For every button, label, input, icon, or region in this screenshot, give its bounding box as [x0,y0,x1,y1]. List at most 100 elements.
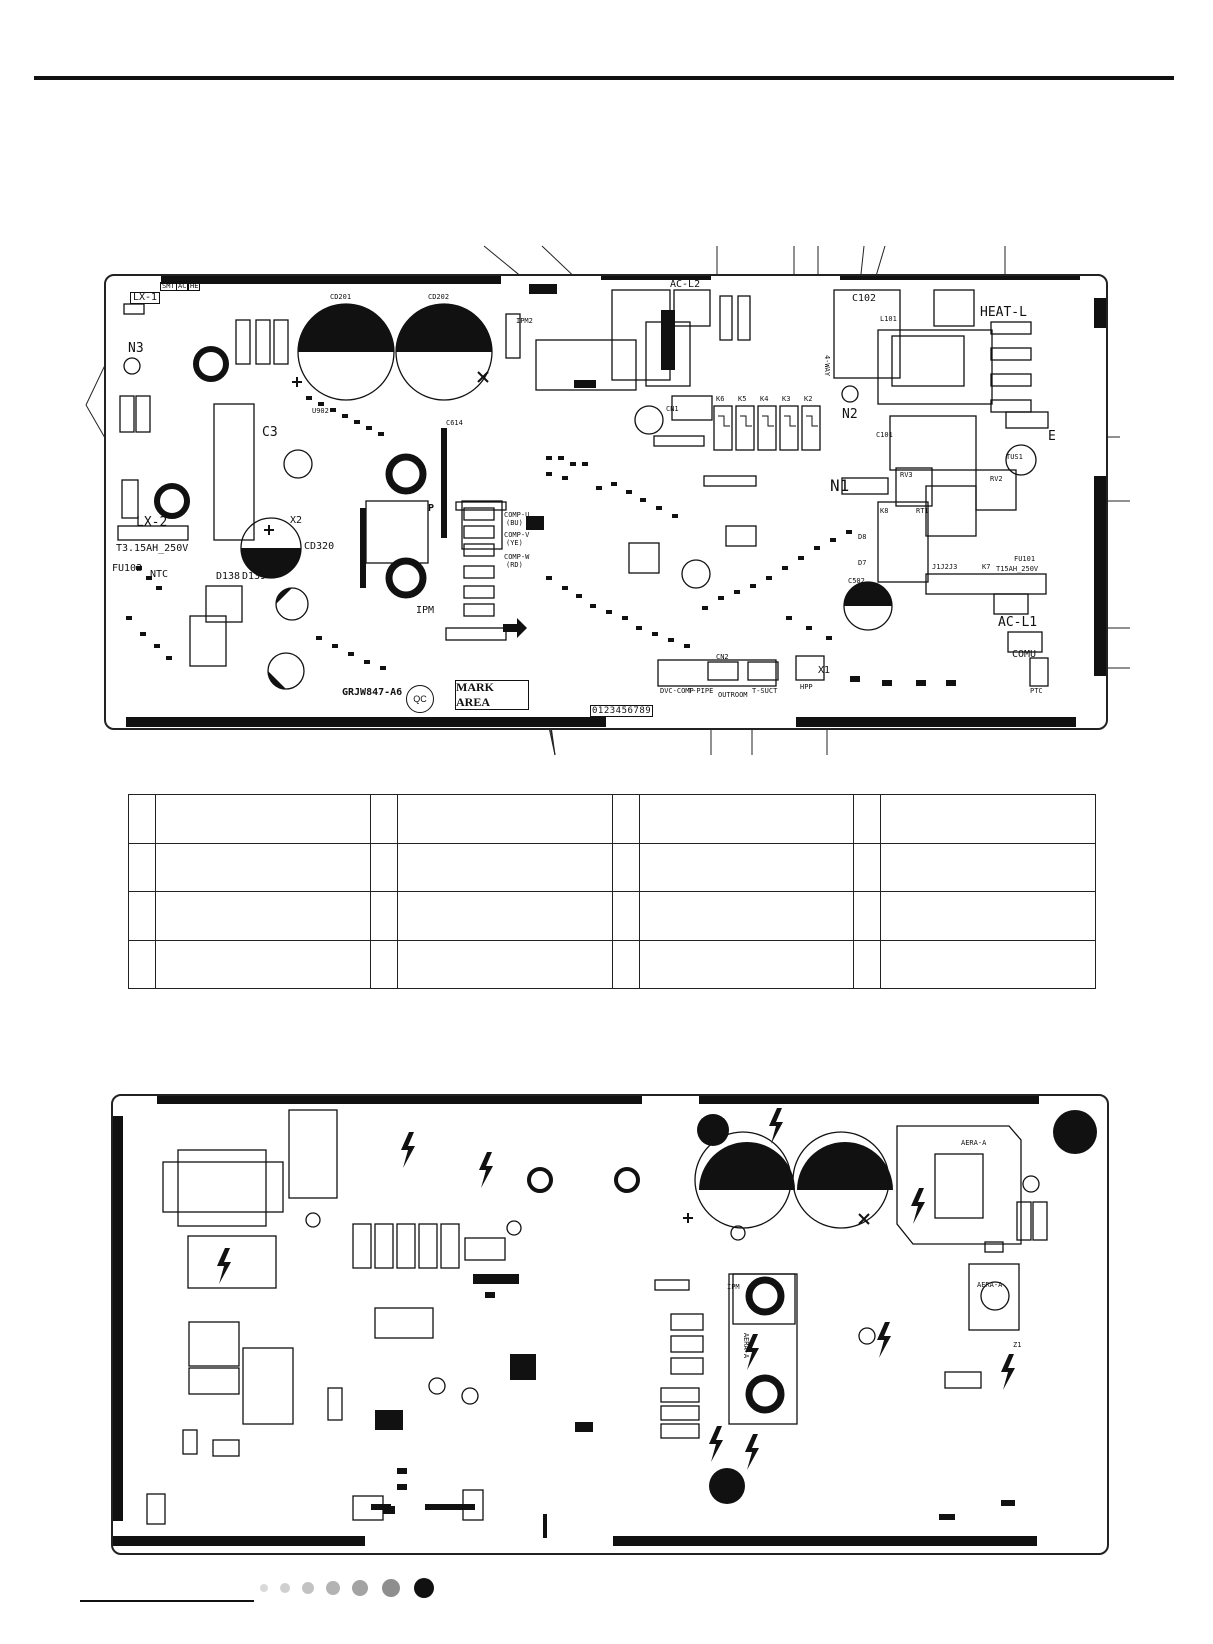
label-c3: C3 [262,425,278,440]
label-cd320: CD320 [304,541,335,552]
label-n1: N1 [830,476,850,495]
pcb-component-side: LX-1 SMT AC HE N3 C3 LX-2 T3.15AH_250V F… [104,274,1108,730]
qc-stamp: QC [406,685,434,713]
label-rv2: RV2 [990,475,1003,483]
label-c101: C101 [876,431,893,439]
label-comp-w-color: (RD) [506,561,523,569]
legend-name-cell [396,939,613,989]
label-comp-u: COMP-U [504,511,530,519]
label-n3: N3 [128,341,144,356]
legend-row [128,891,1096,941]
legend-name-cell [155,939,371,989]
label-4-way: 4-WAY [823,354,832,377]
pcb-top-drawing [117,276,1106,727]
progress-dot [280,1583,290,1593]
label-l101: L101 [880,315,897,323]
legend-number-cell [853,939,882,989]
label-d138: D138 [216,571,241,582]
legend-name-cell [155,891,371,941]
label-fu101: FU101 [1014,555,1036,563]
label-k4: K4 [760,395,769,403]
label-c614: C614 [446,419,463,427]
label-c102: C102 [852,293,877,304]
legend-row [128,842,1096,892]
legend-number-cell [611,842,640,892]
label-cn1: CN1 [666,405,679,413]
label-cn2: CN2 [716,653,729,661]
label-t-pipe: T-PIPE [688,687,714,695]
label-ipm-bottom: IPM [727,1283,740,1291]
label-cd201: CD201 [330,293,352,301]
progress-dot-active [414,1578,434,1598]
progress-dot [302,1582,314,1594]
legend-number-cell [611,939,640,989]
label-k3: K3 [782,395,791,403]
label-c502: C502 [848,577,865,585]
pcb-bottom-drawing [113,1096,1097,1546]
legend-number-cell [853,794,882,844]
legend-number-cell [611,794,640,844]
label-fuse-rating-right: T15AH_250V [996,565,1039,573]
label-hpp: HPP [800,683,813,691]
legend-number-cell [369,939,398,989]
label-x2: X2 [290,515,303,526]
label-rv3: RV3 [900,471,913,479]
legend-row [128,939,1096,989]
legend-name-cell [638,891,855,941]
legend-number-cell [369,794,398,844]
legend-number-cell [128,842,156,892]
legend-name-cell [880,939,1096,989]
legend-number-cell [369,891,398,941]
legend-number-cell [853,891,882,941]
label-fuse-rating-left: T3.15AH_250V [116,543,189,554]
legend-name-cell [880,842,1096,892]
label-ntc: NTC [150,569,169,580]
label-part-number: GRJW847-A6 [342,687,403,698]
label-x1: X1 [818,665,831,676]
legend-name-cell [880,891,1096,941]
mark-area-box: MARK AREA [455,680,529,710]
label-k6: K6 [716,395,725,403]
legend-name-cell [396,891,613,941]
label-n2: N2 [842,407,858,422]
legend-name-cell [638,939,855,989]
legend-name-cell [638,794,855,844]
pcb-solder-side: AERA-A AERA-A AERA-A IPM Z1 [111,1094,1109,1555]
label-d8: D8 [858,533,867,541]
select-box-smt: SMT [160,282,177,291]
label-p: P [428,503,435,514]
label-z1: Z1 [1013,1341,1022,1349]
label-d7: D7 [858,559,867,567]
select-box-he: HE [188,282,201,291]
top-rule [34,76,1174,80]
label-k2: K2 [804,395,813,403]
label-ac-l1: AC-L1 [998,615,1038,630]
legend-name-cell [155,794,371,844]
legend-table [128,794,1096,989]
legend-number-cell [611,891,640,941]
label-j1j2j3: J1J2J3 [932,563,958,571]
legend-name-cell [396,794,613,844]
progress-dot [352,1580,368,1596]
label-lx2: LX-2 [136,515,168,530]
label-ipm2: IPM2 [516,317,533,325]
label-comp-v-color: (YE) [506,539,523,547]
label-outroom: OUTROOM [718,691,748,699]
legend-number-cell [128,891,156,941]
footer-rule [80,1600,254,1602]
label-aera-a-top: AERA-A [961,1139,987,1147]
label-ac-l2: AC-L2 [670,279,701,290]
legend-number-cell [853,842,882,892]
legend-name-cell [396,842,613,892]
legend-number-cell [128,939,156,989]
label-rt1: RT1 [916,507,929,515]
legend-number-cell [369,842,398,892]
label-aera-a-right: AERA-A [977,1281,1003,1289]
label-aera-a-ipm: AERA-A [742,1332,751,1359]
select-box-ac: AC [176,282,189,291]
label-k8: K8 [880,507,889,515]
label-d139: D139 [242,571,267,582]
progress-dot [326,1581,340,1595]
label-e: E [1048,429,1056,444]
date-code-digits: 0123456789 [590,705,654,717]
